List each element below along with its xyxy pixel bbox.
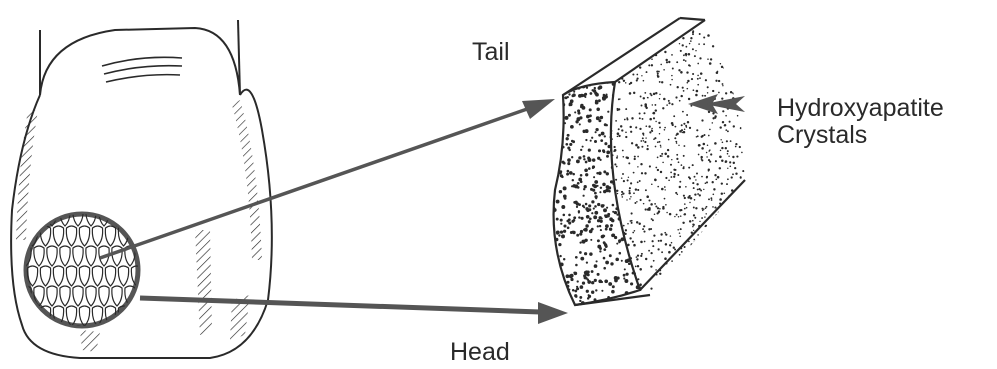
tooth-growth-lines — [102, 57, 182, 82]
hydroxyapatite-crystals-label: Hydroxyapatite Crystals — [777, 95, 944, 149]
hydroxyapatite-label-line2: Crystals — [777, 122, 944, 149]
arrows — [100, 99, 568, 324]
magnified-region — [21, 206, 155, 346]
hydroxyapatite-label-line1: Hydroxyapatite — [777, 95, 944, 122]
enamel-prism-block — [544, 14, 751, 311]
head-label: Head — [450, 340, 510, 365]
tail-label: Tail — [472, 40, 510, 65]
